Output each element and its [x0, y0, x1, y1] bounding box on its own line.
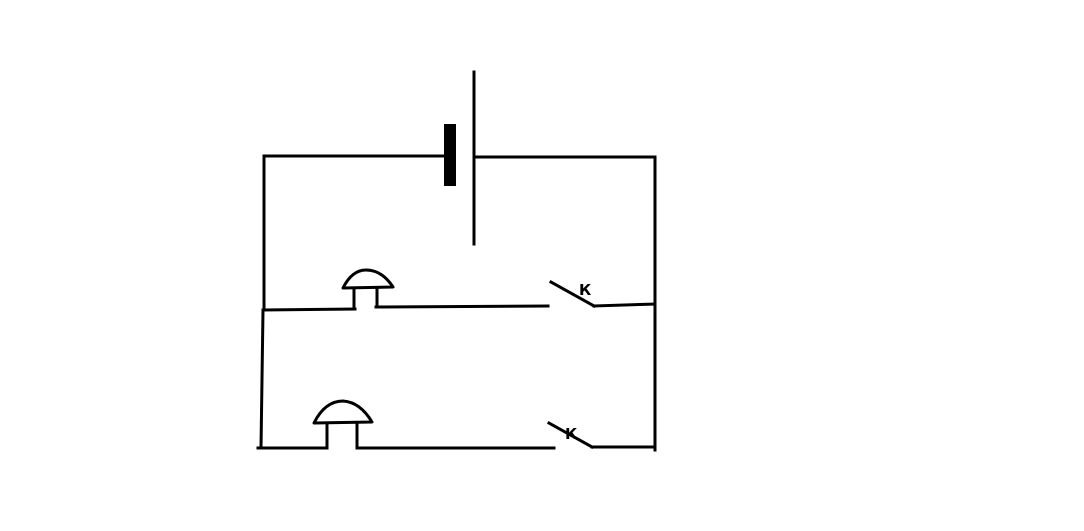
- wire-left-lower: [259, 308, 265, 450]
- switch-label: К: [565, 425, 578, 443]
- wires: [256, 154, 657, 452]
- bell-icon: [341, 268, 395, 311]
- switch-icon: К: [546, 420, 595, 450]
- switch-label: К: [579, 281, 592, 299]
- bell-dome: [341, 268, 395, 290]
- bell-icon: [312, 399, 374, 450]
- switch-icon: К: [548, 279, 597, 309]
- wire-upper-middle: [374, 304, 550, 309]
- switch-lever: [548, 279, 597, 309]
- battery-icon: [444, 70, 476, 246]
- wire-top-left: [262, 154, 447, 310]
- wire-upper-left: [261, 307, 357, 312]
- switch-lever: [546, 420, 595, 450]
- battery-short-plate: [444, 124, 456, 186]
- wire-top-right: [474, 155, 657, 452]
- bell-dome: [312, 399, 374, 425]
- wire-upper-right: [592, 302, 657, 308]
